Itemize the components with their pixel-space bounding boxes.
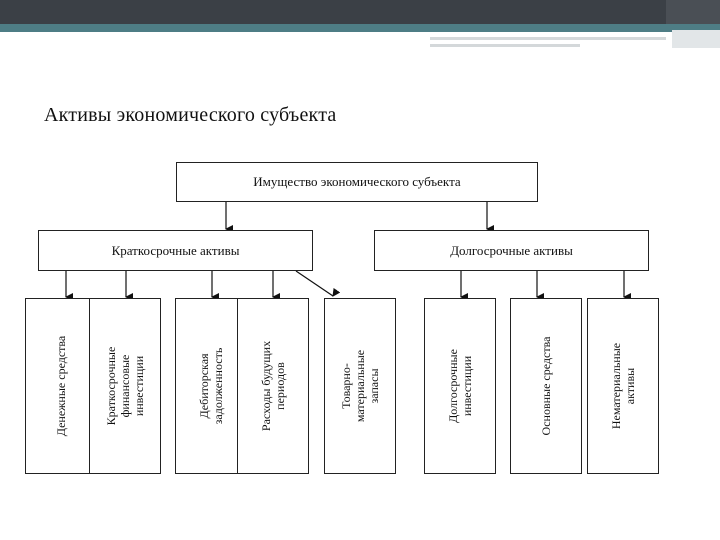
leaf-label: Долгосрочные инвестиции bbox=[446, 349, 474, 423]
leaf-label: Расходы будущих периодов bbox=[259, 340, 287, 432]
leaf-label: Основные средства bbox=[539, 336, 553, 436]
leaf-fixed-assets: Основные средства bbox=[510, 298, 582, 474]
leaf-inventories: Товарно- материальные запасы bbox=[324, 298, 396, 474]
slide-top-band bbox=[0, 0, 720, 24]
leaf-long-investments: Долгосрочные инвестиции bbox=[424, 298, 496, 474]
long-term-label: Долгосрочные активы bbox=[450, 242, 573, 258]
leaf-label: Дебиторская задолженность bbox=[197, 347, 225, 425]
root-label: Имущество экономического субъекта bbox=[253, 174, 461, 189]
leaf-intangible-assets: Нематериальные активы bbox=[587, 298, 659, 474]
leaf-label: Краткосрочные финансовые инвестиции bbox=[104, 346, 146, 426]
leaf-receivables: Дебиторская задолженность bbox=[175, 298, 247, 474]
slide-decor-line bbox=[430, 37, 666, 40]
slide-title: Активы экономического субъекта bbox=[44, 104, 337, 126]
slide-top-corner bbox=[666, 0, 720, 24]
leaf-short-investments: Краткосрочные финансовые инвестиции bbox=[89, 298, 161, 474]
leaf-label: Денежные средства bbox=[54, 335, 68, 437]
slide-top-stripe bbox=[0, 24, 720, 32]
short-term-label: Краткосрочные активы bbox=[111, 242, 240, 258]
leaf-label: Товарно- материальные запасы bbox=[339, 349, 381, 423]
arrow-short-5 bbox=[295, 270, 341, 297]
root-node: Имущество экономического субъекта bbox=[176, 162, 538, 202]
leaf-deferred-expenses: Расходы будущих периодов bbox=[237, 298, 309, 474]
slide-decor-line bbox=[430, 44, 580, 47]
leaf-cash: Денежные средства bbox=[25, 298, 97, 474]
long-term-node: Долгосрочные активы bbox=[374, 230, 649, 271]
leaf-label: Нематериальные активы bbox=[609, 342, 637, 430]
slide-decor-tab bbox=[672, 30, 720, 48]
short-term-node: Краткосрочные активы bbox=[38, 230, 313, 271]
